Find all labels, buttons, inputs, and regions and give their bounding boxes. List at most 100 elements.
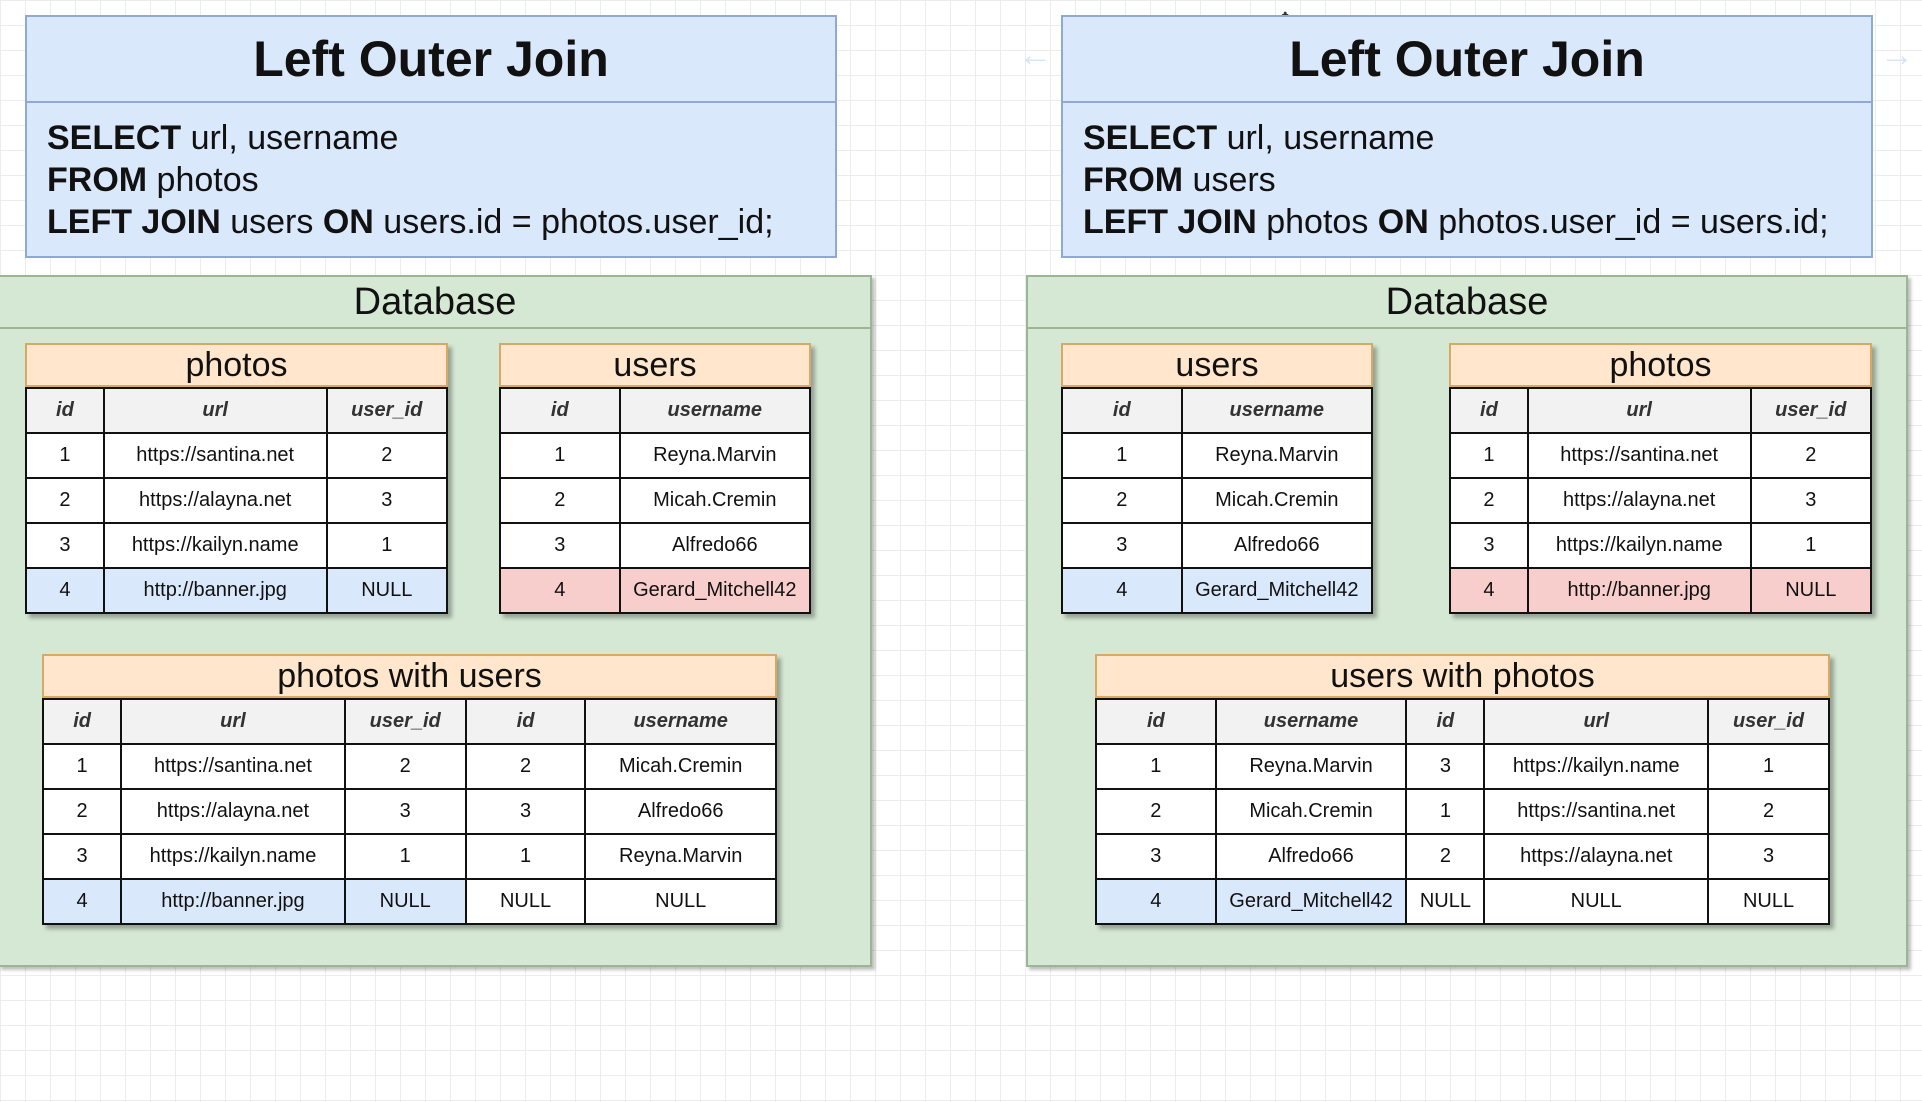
table-cell: https://alayna.net — [120, 788, 346, 835]
table-cell: 3 — [464, 788, 587, 835]
table-cell: Alfredo66 — [1180, 522, 1374, 569]
sql-line: SELECT url, username — [1083, 117, 1871, 159]
sql-line: SELECT url, username — [47, 117, 835, 159]
sql-line: LEFT JOIN users ON users.id = photos.use… — [47, 201, 835, 243]
table-cell: 4 — [25, 567, 105, 614]
sql-keyword: SELECT — [47, 119, 182, 157]
sql-text: photos — [1256, 203, 1378, 241]
table-cell: 3 — [1707, 833, 1830, 880]
table-cell: https://alayna.net — [1483, 833, 1710, 880]
arrow-right-icon[interactable]: → — [1880, 36, 1914, 74]
table-cell: 3 — [1095, 833, 1217, 880]
table-cell: https://kailyn.name — [102, 522, 328, 569]
table-cell: http://banner.jpg — [102, 567, 328, 614]
sql-line: FROM photos — [47, 159, 835, 201]
table-title: users with photos — [1095, 654, 1830, 698]
arrow-left-icon[interactable]: ← — [1018, 36, 1052, 74]
right-database-title: Database — [1028, 277, 1906, 329]
table-cell: https://santina.net — [1526, 432, 1752, 479]
table-cell: Gerard_Mitchell42 — [1180, 567, 1374, 614]
table-cell: 1 — [1749, 522, 1873, 569]
column-header: username — [1180, 387, 1374, 434]
table-cell: 2 — [464, 743, 587, 790]
table-cell: http://banner.jpg — [1526, 567, 1752, 614]
table-title: photos with users — [42, 654, 777, 698]
table-cell: https://alayna.net — [102, 477, 328, 524]
table-cell: http://banner.jpg — [120, 878, 346, 925]
column-header: url — [1526, 387, 1752, 434]
sql-keyword: FROM — [1083, 161, 1184, 199]
table-cell: https://kailyn.name — [120, 833, 346, 880]
column-header: id — [464, 698, 587, 745]
table-cell: Gerard_Mitchell42 — [1214, 878, 1408, 925]
table-cell: 2 — [1449, 477, 1529, 524]
table-cell: NULL — [1749, 567, 1873, 614]
column-header: user_id — [325, 387, 449, 434]
table-cell: Reyna.Marvin — [584, 833, 777, 880]
table-cell: 3 — [1749, 477, 1873, 524]
table-title: users — [499, 343, 811, 387]
table-cell: NULL — [343, 878, 467, 925]
column-header: id — [1449, 387, 1529, 434]
column-header: id — [499, 387, 621, 434]
table-cell: 3 — [499, 522, 621, 569]
column-header: url — [1483, 698, 1710, 745]
table-cell: 3 — [25, 522, 105, 569]
table-cell: 2 — [1707, 788, 1830, 835]
table-cell: Micah.Cremin — [1214, 788, 1408, 835]
table-cell: 1 — [41, 743, 123, 790]
table-cell: 1 — [464, 833, 587, 880]
table-cell: 2 — [325, 432, 449, 479]
table-cell: NULL — [464, 878, 587, 925]
column-header: user_id — [343, 698, 467, 745]
sql-text: photos — [147, 161, 259, 199]
table-cell: 2 — [41, 788, 123, 835]
table-cell: Micah.Cremin — [618, 477, 812, 524]
column-header: id — [1061, 387, 1183, 434]
table-cell: 3 — [325, 477, 449, 524]
left-query-title: Left Outer Join — [27, 17, 835, 103]
table-cell: 1 — [499, 432, 621, 479]
table-cell: 2 — [1095, 788, 1217, 835]
sql-text: url, username — [1217, 119, 1435, 157]
sql-text: url, username — [181, 119, 399, 157]
table-cell: Micah.Cremin — [584, 743, 777, 790]
table-cell: 3 — [1405, 743, 1486, 790]
table-cell: https://kailyn.name — [1483, 743, 1710, 790]
table-cell: 3 — [41, 833, 123, 880]
table-title: photos — [1449, 343, 1872, 387]
sql-text: users — [1183, 161, 1276, 199]
table-cell: NULL — [584, 878, 777, 925]
table-cell: 3 — [1449, 522, 1529, 569]
table-cell: 1 — [1095, 743, 1217, 790]
column-header: username — [584, 698, 777, 745]
table-cell: 4 — [1095, 878, 1217, 925]
